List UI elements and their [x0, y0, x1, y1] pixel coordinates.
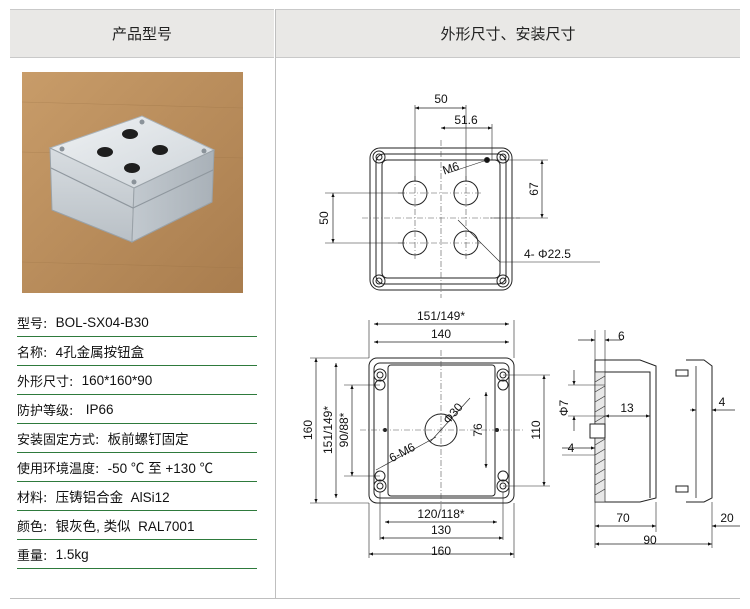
- spec-row-mounting: 安装固定方式: 板前螺钉固定: [17, 424, 257, 453]
- spec-label-dimensions: 外形尺寸:: [17, 374, 82, 390]
- dim-20: 20: [720, 511, 734, 525]
- label-m6: M6: [441, 159, 461, 178]
- dim-50-top: 50: [434, 92, 448, 106]
- dim-51-6: 51.6: [454, 113, 478, 127]
- spec-label-temperature: 使用环境温度:: [17, 461, 108, 477]
- spec-label-model: 型号:: [17, 316, 56, 332]
- label-hole-diameter: 4- Φ22.5: [524, 247, 571, 261]
- dim-50-left: 50: [317, 211, 331, 225]
- spec-label-weight: 重量:: [17, 548, 56, 564]
- spec-row-weight: 重量: 1.5kg: [17, 540, 257, 569]
- dim-130: 130: [431, 523, 451, 537]
- dim-13: 13: [620, 401, 634, 415]
- label-6m6: 6-M6: [387, 440, 418, 465]
- dim-76: 76: [471, 423, 485, 437]
- dim-90: 90: [643, 533, 657, 547]
- spec-row-dimensions: 外形尺寸: 160*160*90: [17, 366, 257, 395]
- spec-row-color: 颜色: 银灰色, 类似 RAL7001: [17, 511, 257, 540]
- spec-label-protection: 防护等级:: [17, 403, 86, 419]
- dim-140: 140: [431, 327, 451, 341]
- dim-67: 67: [527, 182, 541, 196]
- dim-151-149-top: 151/149*: [417, 309, 465, 323]
- spec-row-name: 名称: 4孔金属按钮盒: [17, 337, 257, 366]
- spec-value-name: 4孔金属按钮盒: [55, 345, 145, 360]
- spec-label-mounting: 安装固定方式:: [17, 432, 108, 448]
- spec-row-temperature: 使用环境温度: -50 ℃ 至 +130 ℃: [17, 453, 257, 482]
- spec-value-dimensions: 160*160*90: [81, 372, 153, 388]
- dim-4-right: 4: [719, 395, 726, 409]
- bottom-view-drawing: [310, 320, 550, 558]
- spec-row-material: 材料: 压铸铝合金 AlSi12: [17, 482, 257, 511]
- spec-value-weight: 1.5kg: [55, 546, 89, 562]
- dim-110: 110: [529, 420, 543, 439]
- dim-151-149-left: 151/149*: [321, 406, 335, 454]
- spec-value-mounting: 板前螺钉固定: [107, 432, 189, 447]
- table-bottom-border: [10, 598, 740, 599]
- dim-4-left: 4: [568, 441, 575, 455]
- product-photo: [22, 72, 243, 293]
- dim-70: 70: [616, 511, 630, 525]
- spec-label-color: 颜色:: [17, 519, 56, 535]
- spec-label-name: 名称:: [17, 345, 56, 361]
- spec-label-material: 材料:: [17, 490, 56, 506]
- dim-160-bottom: 160: [431, 544, 451, 558]
- dim-160-left: 160: [301, 420, 315, 440]
- label-phi30: Φ30: [440, 400, 466, 427]
- dim-120-118: 120/118*: [417, 507, 464, 521]
- dim-6: 6: [618, 329, 625, 343]
- spec-value-color: 银灰色, 类似 RAL7001: [55, 519, 195, 534]
- spec-value-protection: IP66: [85, 401, 114, 417]
- top-view-drawing: [325, 105, 600, 298]
- column-divider: [275, 9, 276, 599]
- spec-value-temperature: -50 ℃ 至 +130 ℃: [107, 461, 214, 476]
- spec-row-protection: 防护等级: IP66: [17, 395, 257, 424]
- spec-value-model: BOL-SX04-B30: [55, 314, 149, 330]
- dimensions-header: 外形尺寸、安装尺寸: [276, 9, 740, 58]
- product-model-header: 产品型号: [10, 9, 274, 58]
- dim-90-88: 90/88*: [337, 412, 351, 447]
- spec-value-material: 压铸铝合金 AlSi12: [55, 490, 170, 505]
- side-section-drawing: [562, 330, 740, 548]
- dim-phi7: Φ7: [557, 400, 571, 417]
- spec-row-model: 型号: BOL-SX04-B30: [17, 308, 257, 337]
